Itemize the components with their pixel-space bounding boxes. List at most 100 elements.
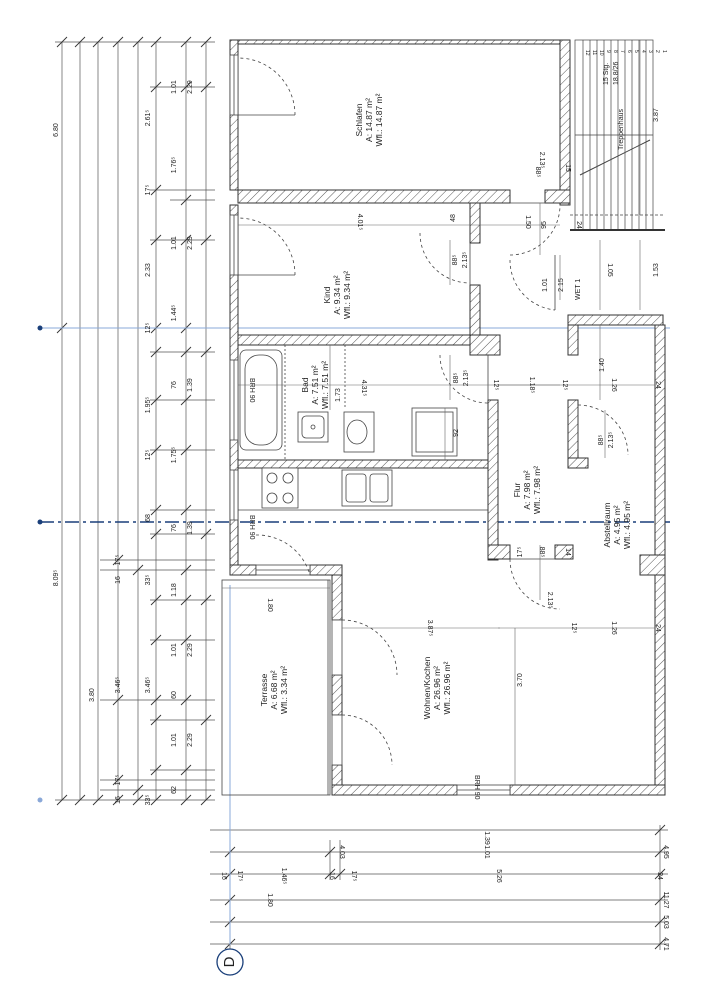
dim-label: 33⁵ — [145, 795, 152, 806]
dim-label: 24 — [654, 381, 661, 389]
dim-label: 3.46⁵ — [115, 677, 122, 694]
room-name: Abstellraum — [602, 503, 612, 548]
room-label-schlafen: Schlafen A: 14.87 m² Wfl.: 14.87 m² — [354, 93, 384, 146]
room-area: A: 7.51 m² — [310, 365, 320, 404]
dim-label: 3.87⁵ — [426, 620, 433, 637]
dim-label: 1.46⁵ — [280, 868, 287, 885]
room-name: Wohnen/Kochen — [422, 656, 432, 719]
dim-label: 92 — [453, 429, 460, 437]
stairs-ratio: 18.8/26 — [613, 62, 620, 85]
room-name: Flur — [512, 483, 522, 498]
misc-labels: BRH 90 BRH 90 BRH 90 WET 1 Treppenhaus 1… — [248, 62, 625, 800]
dim-label: 17⁵ — [115, 555, 122, 566]
room-label-abstellraum: Abstellraum A: 4.95 m² Wfl.: 4.95 m² — [602, 501, 632, 549]
stair-step-number: 7 — [619, 50, 625, 53]
room-living-area: Wfl.: 4.95 m² — [622, 501, 632, 549]
room-area: A: 14.87 m² — [364, 98, 374, 142]
dim-label: 1.01 — [483, 845, 490, 859]
dim-label: 6.80 — [53, 123, 60, 137]
dim-label: 16 — [115, 576, 122, 584]
interior-dimension-labels: 4.01⁵ 48 1.50 95 24 2.13⁵ 88⁵ 15 88⁵ 2.1… — [266, 108, 661, 687]
stairs-count: 15 Stg. — [603, 63, 610, 85]
dim-label: 2.13⁵ — [608, 432, 615, 449]
doors — [237, 57, 629, 766]
dim-label: 12⁵ — [561, 380, 568, 391]
dim-label: 2.29 — [187, 236, 194, 250]
dim-label: 3.87 — [653, 108, 660, 122]
dim-label: 1.40 — [599, 358, 606, 372]
stair-step-number: 10 — [598, 50, 604, 56]
dim-label: 16 — [115, 796, 122, 804]
dim-label: 2.13⁵ — [546, 592, 553, 609]
axis-lines — [37, 325, 670, 945]
stair-step-number: 3 — [647, 50, 653, 53]
dim-label: 16 — [328, 872, 335, 880]
dim-label: 62 — [171, 786, 178, 794]
room-label-wohnen: Wohnen/Kochen A: 26.96 m² Wfl.: 26.96 m² — [422, 656, 452, 719]
left-dimension-lines — [55, 41, 215, 801]
room-area: A: 9.34 m² — [332, 275, 342, 314]
room-living-area: Wfl.: 26.96 m² — [442, 661, 452, 714]
bottom-dimension-lines — [210, 825, 668, 950]
dim-label: 24 — [656, 872, 663, 880]
dim-label: 3.70 — [517, 673, 524, 687]
windows — [229, 54, 511, 796]
stair-step-number: 8 — [612, 50, 618, 53]
dim-label: 14 — [564, 548, 571, 556]
dim-label: 12⁵ — [145, 450, 152, 461]
dim-label: 2.13⁵ — [463, 370, 470, 387]
dim-label: 2.15 — [558, 278, 565, 292]
dim-label: 88⁵ — [452, 255, 459, 266]
dim-label: 1.01 — [542, 278, 549, 292]
stair-step-number: 1 — [661, 50, 667, 53]
dim-label: 17⁵ — [236, 871, 243, 882]
room-area: A: 6.68 m² — [269, 670, 279, 709]
dim-label: 1.01 — [171, 733, 178, 747]
dim-label: 4.31⁵ — [360, 380, 367, 397]
dim-label: 88⁵ — [453, 373, 460, 384]
dim-label: 4.71 — [662, 937, 669, 951]
dim-label: 1.95⁵ — [145, 397, 152, 414]
room-area: A: 7.98 m² — [522, 470, 532, 509]
dim-label: 1.01 — [171, 80, 178, 94]
dim-label: 60 — [171, 691, 178, 699]
dim-label: 2.61⁵ — [145, 110, 152, 127]
dim-label: 1.18⁵ — [528, 377, 535, 394]
dim-label: 1.80 — [266, 598, 273, 612]
dim-label: 12⁵ — [145, 323, 152, 334]
axis-label-d: D — [221, 956, 238, 967]
room-living-area: Wfl.: 14.87 m² — [374, 93, 384, 146]
dim-label: 1.39 — [187, 378, 194, 392]
room-living-area: Wfl.: 7.98 m² — [532, 466, 542, 514]
dim-label: 12⁵ — [570, 623, 577, 634]
stair-step-number: 5 — [633, 50, 639, 53]
room-name: Kind — [322, 286, 332, 303]
room-area: A: 26.96 m² — [432, 666, 442, 710]
stair-step-number: 6 — [626, 50, 632, 53]
room-label-flur: Flur A: 7.98 m² Wfl.: 7.98 m² — [512, 466, 542, 514]
brh-label-bottom: BRH 90 — [473, 775, 480, 800]
dim-label: 33⁵ — [145, 575, 152, 586]
dim-label: 88⁵ — [534, 167, 541, 178]
kitchen-fixtures — [238, 467, 488, 511]
dim-label: 1.80 — [266, 893, 273, 907]
dim-label: 5.26 — [495, 869, 502, 883]
dim-label: 17⁵ — [145, 185, 152, 196]
bathroom-fixtures — [239, 345, 458, 460]
dim-label: 24 — [654, 624, 661, 632]
dim-label: 17⁵ — [115, 775, 122, 786]
dim-label: 3.80 — [89, 688, 96, 702]
dim-label: 2.29 — [187, 643, 194, 657]
dim-label: 1.50 — [524, 215, 531, 229]
dim-label: 48 — [450, 214, 457, 222]
dim-label: 24 — [575, 221, 582, 229]
wet-label: WET 1 — [575, 279, 582, 300]
brh-label-kitchen: BRH 90 — [248, 515, 255, 540]
room-name: Terrasse — [259, 673, 269, 706]
dim-label: 2.29 — [187, 733, 194, 747]
dim-label: 16 — [220, 872, 227, 880]
dim-label: 4.03 — [338, 845, 345, 859]
dim-label: 88⁵ — [538, 547, 545, 558]
room-living-area: Wfl.: 7.51 m² — [320, 361, 330, 409]
stair-step-number: 9 — [605, 50, 611, 53]
